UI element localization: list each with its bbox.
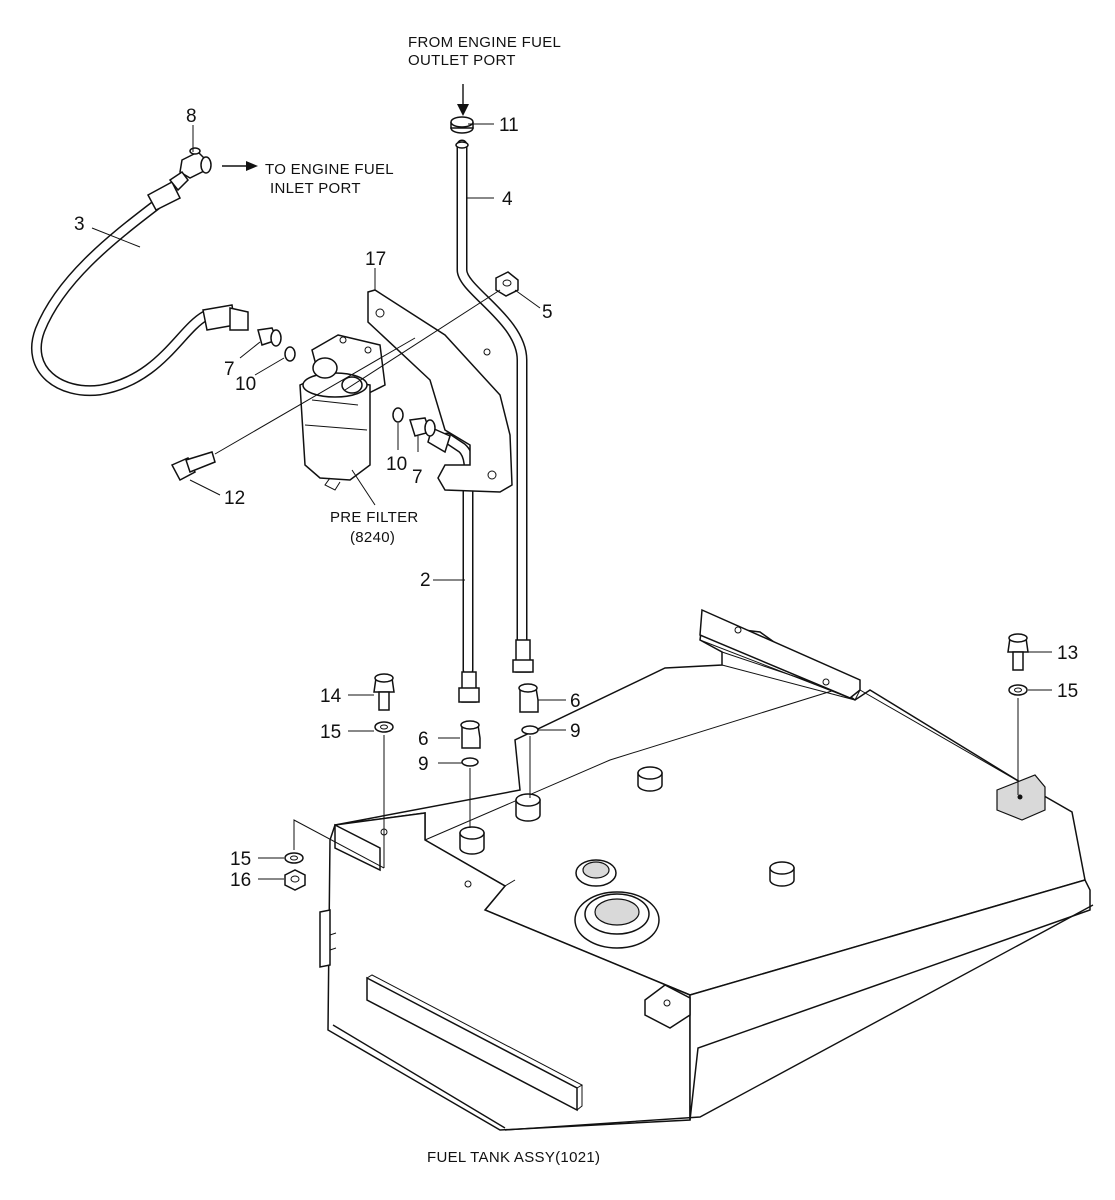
- callout-numbers: 11 4 5 17 8 3 7 10 10 7 12 2 6 9 6 9 14 …: [74, 106, 1078, 891]
- callout-3: 3: [74, 214, 85, 235]
- callout-5: 5: [542, 302, 553, 323]
- callout-7-upper: 7: [224, 359, 235, 380]
- nut-16: [284, 869, 306, 891]
- callout-6-right: 6: [570, 691, 581, 712]
- nut-5: [495, 271, 519, 297]
- callout-10-upper: 10: [235, 374, 256, 395]
- adapter-6-left: [460, 720, 481, 749]
- pre-filter-note-line2: (8240): [350, 529, 395, 546]
- bolt-13: [1007, 633, 1029, 671]
- callout-15-left: 15: [320, 722, 341, 743]
- callout-13: 13: [1057, 643, 1078, 664]
- callout-14: 14: [320, 686, 342, 707]
- adapter-6-right: [518, 683, 539, 713]
- o-ring-9-left: [461, 757, 479, 767]
- diagram-caption: FUEL TANK ASSY(1021): [427, 1149, 600, 1166]
- o-ring-10-upper: [284, 346, 296, 362]
- hose-3: [30, 199, 241, 397]
- callout-11: 11: [499, 115, 519, 136]
- mounting-bracket: [367, 289, 513, 493]
- assembly-lines: [214, 289, 1019, 869]
- callout-15-right: 15: [1057, 681, 1078, 702]
- from-engine-note-line1: FROM ENGINE FUEL: [408, 34, 561, 51]
- to-engine-note-line2: INLET PORT: [270, 180, 361, 197]
- from-engine-note-line2: OUTLET PORT: [408, 52, 516, 69]
- washer-15-right: [1008, 684, 1028, 696]
- fitting-7-upper: [257, 327, 282, 347]
- washer-15-lower: [284, 852, 304, 864]
- callout-7-lower: 7: [412, 467, 423, 488]
- o-ring-9-right: [521, 725, 539, 735]
- callout-2: 2: [420, 570, 431, 591]
- callout-12: 12: [224, 488, 245, 509]
- fitting-7-lower: [409, 417, 436, 437]
- leader-lines: [91, 123, 1052, 880]
- callout-9-left: 9: [418, 754, 429, 775]
- callout-16: 16: [230, 870, 251, 891]
- to-engine-note-line1: TO ENGINE FUEL: [265, 161, 394, 178]
- callout-15-lower: 15: [230, 849, 251, 870]
- annotation-notes: FROM ENGINE FUEL OUTLET PORT TO ENGINE F…: [265, 34, 561, 546]
- callout-6-left: 6: [418, 729, 429, 750]
- washer-15-left: [374, 721, 394, 733]
- callout-10-lower: 10: [386, 454, 407, 475]
- pre-filter: [299, 334, 386, 491]
- o-ring-10-lower: [392, 407, 404, 423]
- hose-fittings: [146, 180, 534, 703]
- callout-4: 4: [502, 189, 513, 210]
- flow-arrows: [222, 84, 469, 171]
- elbow-fitting: [168, 147, 212, 192]
- callout-8: 8: [186, 106, 197, 127]
- pre-filter-note-line1: PRE FILTER: [330, 509, 419, 526]
- callout-9-right: 9: [570, 721, 581, 742]
- hose-4: [455, 139, 528, 646]
- cap-fitting: [450, 116, 474, 134]
- fuel-tank: [319, 608, 1094, 1131]
- bolt-12: [170, 451, 216, 482]
- bolt-14: [373, 673, 395, 711]
- callout-17: 17: [365, 249, 386, 270]
